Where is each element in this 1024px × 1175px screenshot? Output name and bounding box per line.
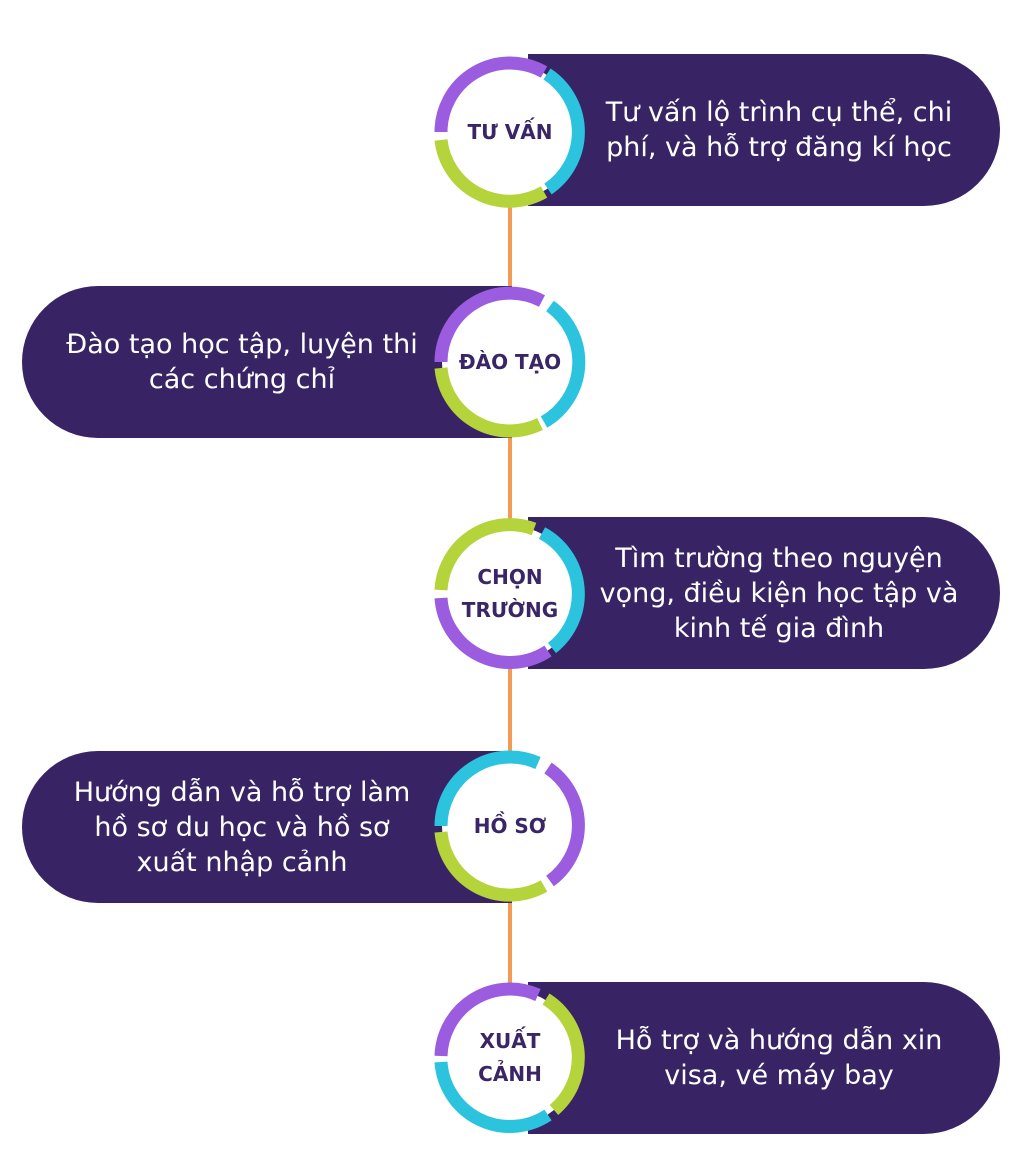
step-3-label: CHỌN TRƯỜNG	[461, 565, 559, 622]
step-4-card: Hướng dẫn và hỗ trợ làm hồ sơ du học và …	[22, 751, 512, 903]
step-5-ring	[434, 982, 585, 1133]
step-1-card: Tư vấn lộ trình cụ thể, chi phí, và hỗ t…	[528, 54, 1000, 206]
step-5-label: XUẤT CẢNH	[478, 1029, 542, 1086]
step-4-ring	[434, 750, 585, 902]
step-2-ring	[434, 286, 586, 438]
step-1-description: Tư vấn lộ trình cụ thể, chi phí, và hỗ t…	[605, 97, 953, 163]
step-5-circle: XUẤT CẢNH	[430, 978, 590, 1138]
step-2-label: ĐÀO TẠO	[458, 349, 562, 374]
step-3-description: Tìm trường theo nguyện vọng, điều kiện h…	[599, 542, 959, 644]
step-5-card: Hỗ trợ và hướng dẫn xin visa, vé máy bay	[528, 982, 1000, 1134]
step-2-circle: ĐÀO TẠO	[430, 282, 590, 442]
step-3-card: Tìm trường theo nguyện vọng, điều kiện h…	[528, 517, 1000, 669]
step-4-label: HỒ SƠ	[473, 813, 547, 838]
step-2-description: Đào tạo học tập, luyện thi các chứng chỉ	[66, 329, 418, 395]
step-3-circle: CHỌN TRƯỜNG	[430, 514, 590, 674]
step-1-circle: TƯ VẤN	[430, 52, 590, 212]
step-4-description: Hướng dẫn và hỗ trợ làm hồ sơ du học và …	[73, 776, 411, 878]
step-1-label: TƯ VẤN	[467, 119, 553, 144]
step-1-ring	[434, 56, 585, 208]
step-2-card: Đào tạo học tập, luyện thi các chứng chỉ	[22, 286, 512, 438]
step-3-ring	[434, 518, 585, 669]
step-4-circle: HỒ SƠ	[430, 746, 590, 906]
step-5-description: Hỗ trợ và hướng dẫn xin visa, vé máy bay	[615, 1025, 943, 1091]
